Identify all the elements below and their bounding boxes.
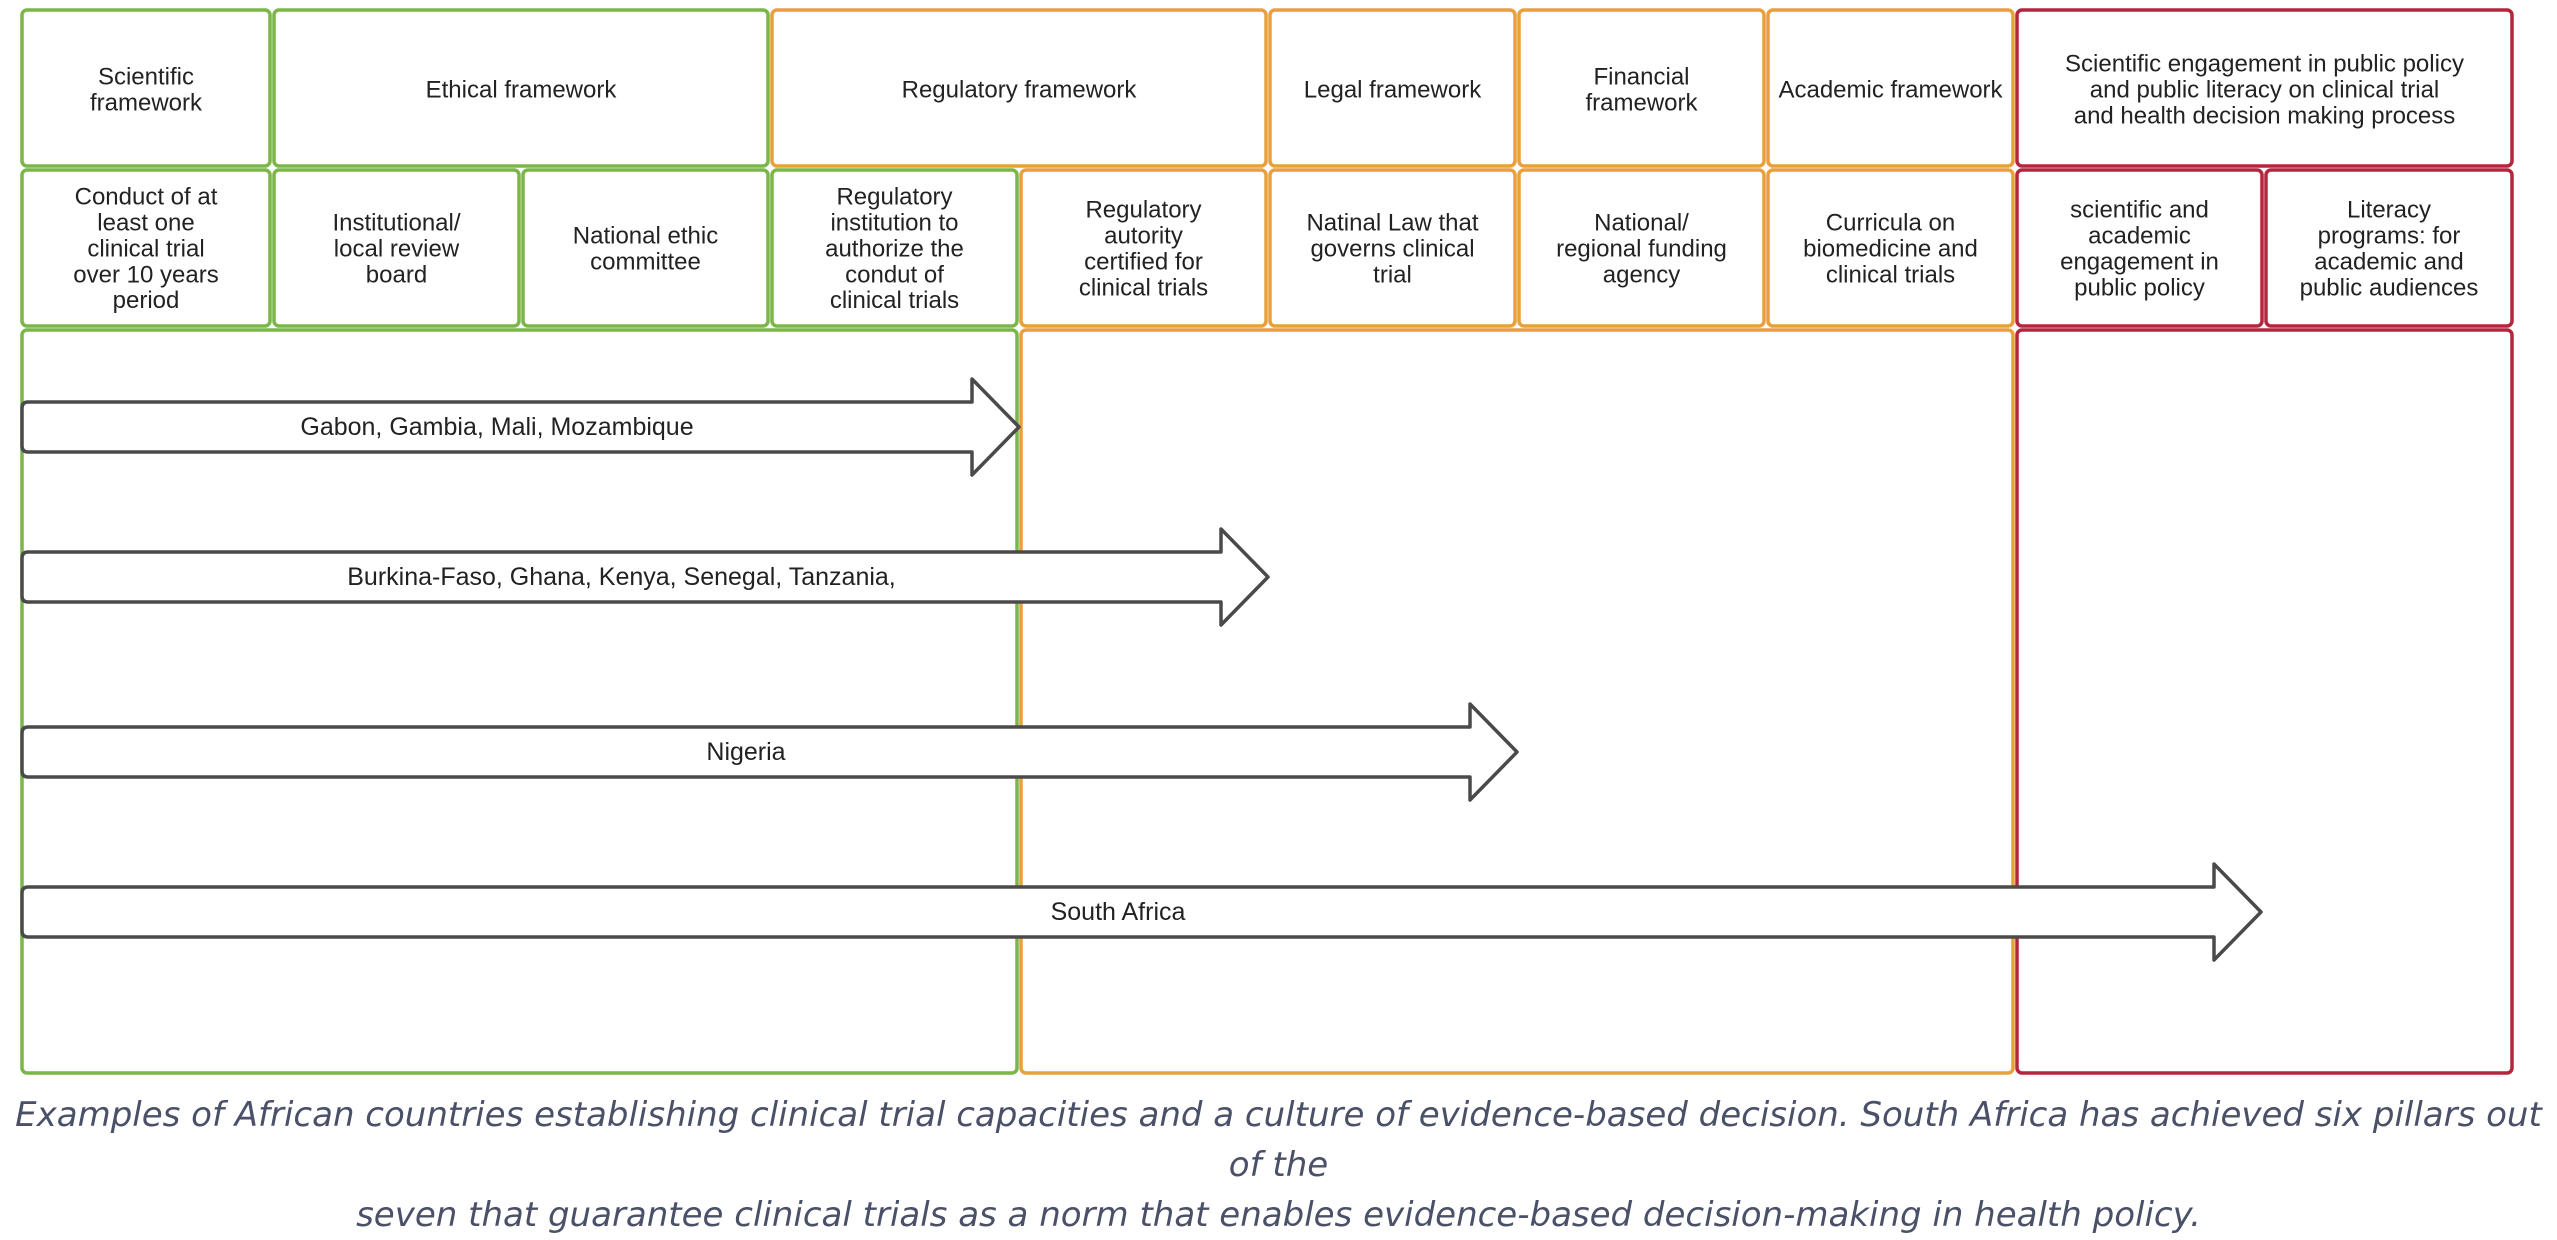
pillar-label: Regulatory framework [902,76,1138,103]
country-arrow [20,527,1270,627]
country-group-label: Burkina-Faso, Ghana, Kenya, Senegal, Tan… [347,563,896,591]
pillar-box [1268,8,1517,168]
pillar-label: Ethical framework [426,76,618,103]
pillar-label: Academic framework [1778,76,2003,103]
criterion-box [1766,168,2015,328]
country-arrows: Gabon, Gambia, Mali, MozambiqueBurkina-F… [20,377,2263,962]
criterion-box [2015,168,2264,328]
criterion-box [1019,168,1268,328]
pillar-box [770,8,1268,168]
country-arrow [20,862,2263,962]
country-arrow [20,702,1519,802]
pillar-label: Legal framework [1304,76,1482,103]
pillar-box [272,8,770,168]
country-group-label: Nigeria [706,738,785,766]
pillar-box [20,8,272,168]
criterion-box [272,168,521,328]
region-green-box [20,328,1019,1075]
country-arrow [20,377,1021,477]
pillar-regions [20,328,2514,1075]
region-orange-box [1019,328,2015,1075]
caption-line-2: seven that guarantee clinical trials as … [356,1195,2201,1235]
caption-line-1: Examples of African countries establishi… [15,1095,2542,1185]
criterion-box [1517,168,1766,328]
criterion-box [1268,168,1517,328]
criterion-box [20,168,272,328]
criterion-box [770,168,1019,328]
criterion-box [2264,168,2514,328]
criterion-box [521,168,770,328]
pillar-box [2015,8,2514,168]
pillar-box [1766,8,2015,168]
country-group-label: South Africa [1051,898,1186,926]
pillar-box [1517,8,1766,168]
country-group-label: Gabon, Gambia, Mali, Mozambique [300,413,693,441]
region-red-box [2015,328,2514,1075]
figure-caption: Examples of African countries establishi… [0,1090,2557,1240]
